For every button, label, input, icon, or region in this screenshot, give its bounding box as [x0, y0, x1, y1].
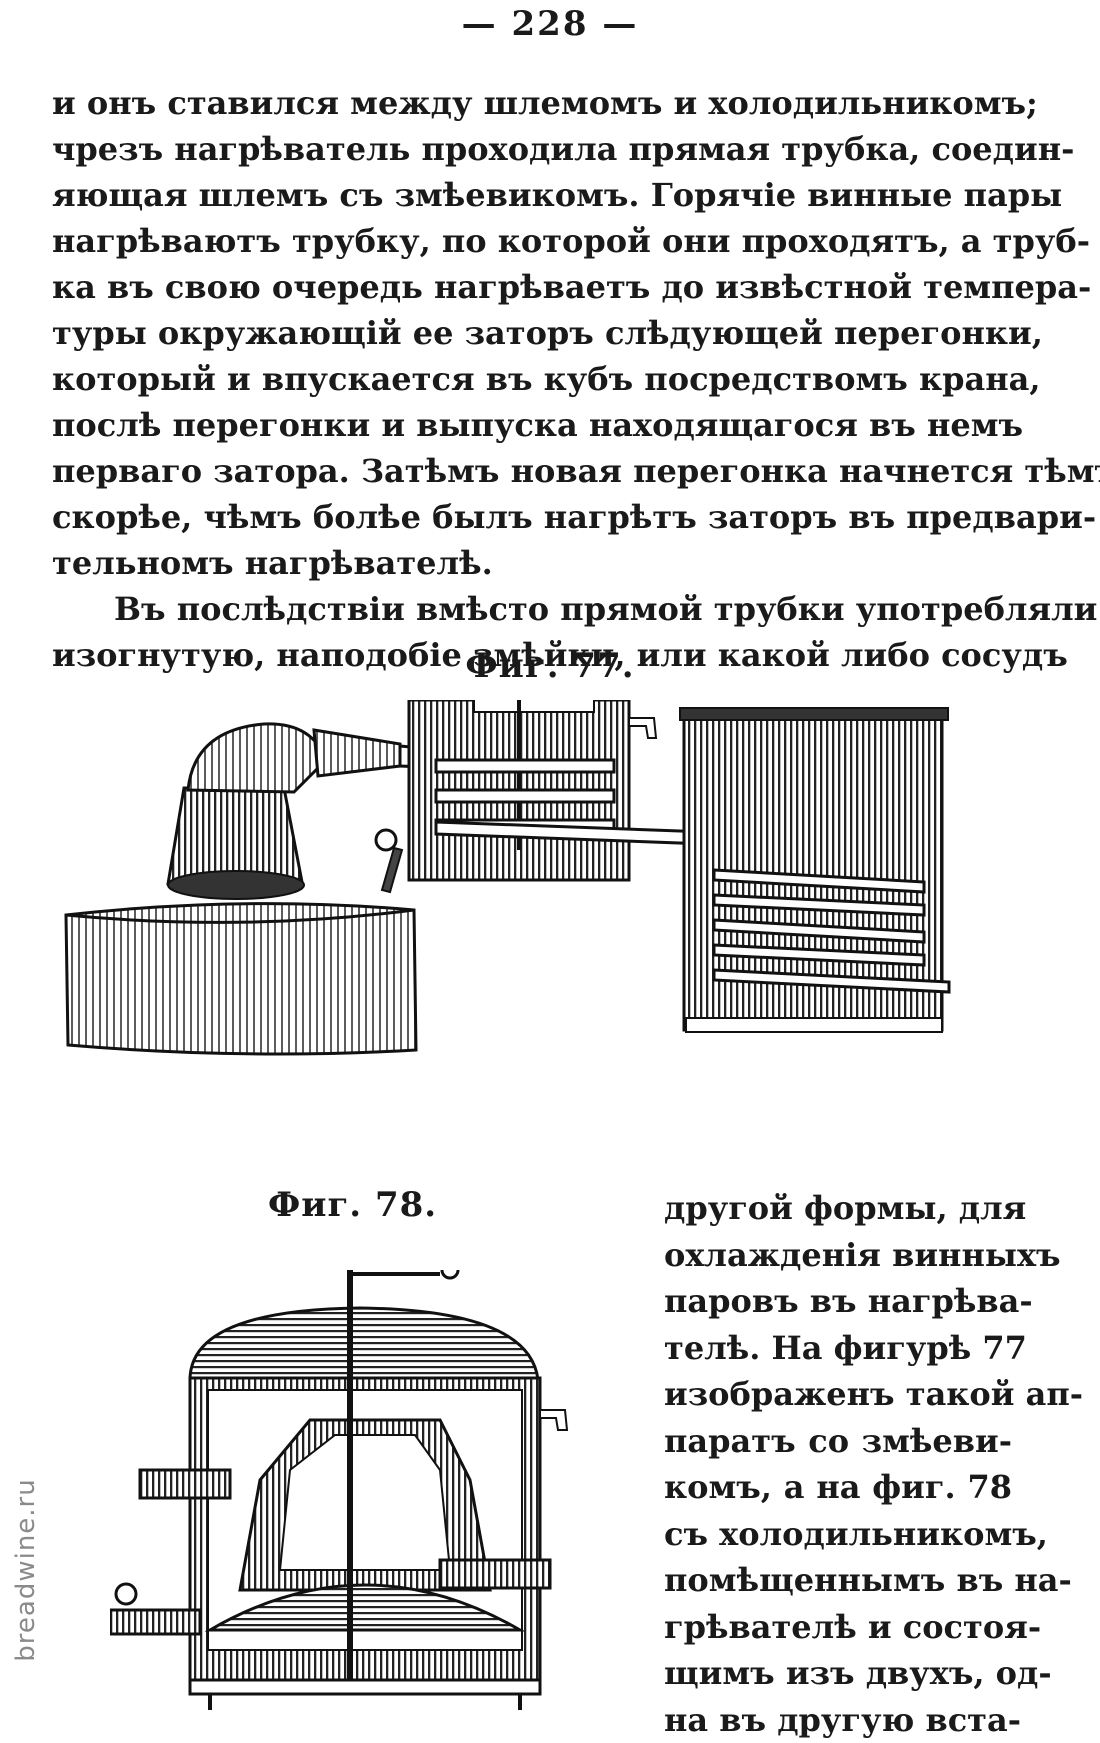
text-line: который и впускается въ кубъ посредством…: [52, 356, 1012, 402]
figure-78-illustration: [110, 1270, 580, 1710]
main-text: и онъ ставился между шлемомъ и холодильн…: [52, 80, 1012, 678]
text-line: чрезъ нагрѣватель проходила прямая трубк…: [52, 126, 1012, 172]
text-line: комъ, а на фиг. 78: [664, 1464, 1012, 1511]
text-line: яющая шлемъ съ змѣевикомъ. Горячіе винны…: [52, 172, 1012, 218]
text-line: нагрѣваютъ трубку, по которой они проход…: [52, 218, 1012, 264]
text-line: помѣщеннымъ въ на-: [664, 1557, 1012, 1604]
text-line: изображенъ такой ап-: [664, 1371, 1012, 1418]
figure-77-illustration: [64, 700, 1054, 1160]
paragraph-1: и онъ ставился между шлемомъ и холодильн…: [52, 80, 1012, 586]
watermark-text: breadwine.ru: [11, 1478, 41, 1661]
text-line: съ холодильникомъ,: [664, 1511, 1012, 1558]
watermark: breadwine.ru: [6, 1420, 46, 1720]
text-line: на въ другую вста-: [664, 1697, 1012, 1743]
text-line: Въ послѣдствіи вмѣсто прямой трубки упот…: [52, 586, 1012, 632]
text-line: щимъ изъ двухъ, од-: [664, 1650, 1012, 1697]
text-line: перваго затора. Затѣмъ новая перегонка н…: [52, 448, 1012, 494]
text-line: и онъ ставился между шлемомъ и холодильн…: [52, 80, 1012, 126]
side-text: другой формы, для охлажденія винныхъ пар…: [664, 1185, 1012, 1743]
text-line: тельномъ нагрѣвателѣ.: [52, 540, 1012, 586]
text-line: телѣ. На фигурѣ 77: [664, 1325, 1012, 1372]
text-line: паровъ въ нагрѣва-: [664, 1278, 1012, 1325]
figure-78-caption: Фиг. 78.: [268, 1185, 437, 1225]
text-line: скорѣе, чѣмъ болѣе былъ нагрѣтъ заторъ в…: [52, 494, 1012, 540]
page-number: — 228 —: [0, 4, 1100, 44]
figure-77-caption: Фиг. 77.: [0, 646, 1100, 686]
text-line: паратъ со змѣеви-: [664, 1418, 1012, 1465]
text-line: охлажденія винныхъ: [664, 1232, 1012, 1279]
text-line: туры окружающій ее заторъ слѣдующей пере…: [52, 310, 1012, 356]
text-line: ка въ свою очередь нагрѣваетъ до извѣстн…: [52, 264, 1012, 310]
text-line: другой формы, для: [664, 1185, 1012, 1232]
text-line: грѣвателѣ и состоя-: [664, 1604, 1012, 1651]
text-line: послѣ перегонки и выпуска находящагося в…: [52, 402, 1012, 448]
